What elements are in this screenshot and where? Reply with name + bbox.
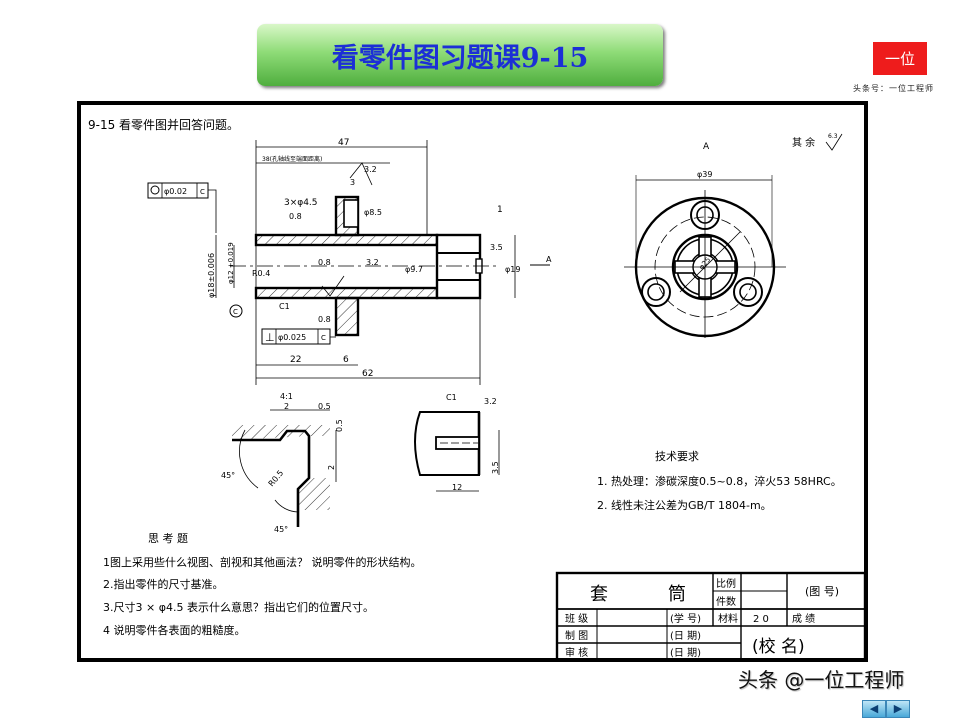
view-label-a: A [703, 142, 710, 152]
main-view-dimensions: 47 38(孔轴线至端面距离) 3.2 3 3×φ4.5 0.8 φ8.5 1 … [207, 138, 552, 379]
question-4: 4 说明零件各表面的粗糙度。 [103, 623, 246, 637]
title-block-text: 套 筒 比例 件数 (图 号) 班 级 (学 号) 材料 2 0 成 绩 制 图… [565, 577, 839, 659]
dim-leader-note: 38(孔轴线至端面距离) [262, 155, 322, 163]
dim-c1: C1 [279, 302, 290, 311]
part-name-2: 筒 [668, 584, 686, 605]
questions-title: 思 考 题 [148, 532, 188, 545]
tol-perp-datum: C [321, 334, 326, 342]
class-label: 班 级 [565, 613, 588, 625]
dim-1: 1 [497, 205, 503, 215]
detail-view-left [232, 409, 337, 527]
logo-subtitle: 头条号：一位工程师 [853, 84, 934, 93]
brand-logo: 一位 [873, 42, 927, 75]
scale-label: 比例 [716, 577, 736, 590]
footer-credit: 头条 @一位工程师 [738, 668, 905, 692]
detail-c1: C1 [446, 393, 457, 402]
roughness-0-8-b: 0.8 [318, 258, 331, 267]
dim-22: 22 [290, 355, 301, 365]
tech-req-item-2: 2. 线性未注公差为GB/T 1804-m。 [597, 498, 772, 512]
detail-dim-2-v: 2 [327, 465, 336, 470]
dim-r0-4: R0.4 [252, 269, 270, 278]
slide-title: 看零件图习题课9-15 [331, 42, 589, 74]
roughness-0-8-c: 0.8 [318, 315, 331, 324]
dim-phi8-5: φ8.5 [364, 208, 382, 217]
roughness-symbol-icon [825, 133, 843, 151]
datum-symbol [229, 304, 243, 318]
detail-dim-0-5-v: 0.5 [335, 419, 344, 432]
detail-angle-45-b: 45° [274, 525, 288, 534]
dim-62: 62 [362, 369, 373, 379]
detail-dim-12: 12 [452, 483, 462, 492]
prev-slide-button[interactable]: ◀ [862, 700, 886, 718]
main-section-view [215, 140, 550, 385]
tolerance-frame-coaxiality: φ0.02 C [147, 182, 217, 233]
question-3: 3.尺寸3 × φ4.5 表示什么意思？指出它们的位置尺寸。 [103, 600, 374, 614]
question-2: 2.指出零件的尺寸基准。 [103, 577, 224, 591]
tol-perp-value: φ0.025 [278, 333, 306, 342]
tech-req-item-1: 1. 热处理：渗碳深度0.5~0.8，淬火53 58HRC。 [597, 474, 842, 488]
drawing-frame [77, 101, 868, 662]
material-label: 材料 [718, 612, 738, 625]
roughness-3-2-b: 3.2 [366, 258, 379, 267]
tol-coax-value: φ0.02 [164, 187, 187, 196]
view-arrow-label: A [546, 255, 552, 264]
detail-dim-0-5: 0.5 [318, 402, 331, 411]
detail-angle-45-a: 45° [221, 471, 235, 480]
end-view-a [624, 175, 786, 338]
drawn-label: 制 图 [565, 629, 588, 642]
slide-title-banner: 看零件图习题课9-15 [257, 24, 663, 86]
dim-phi18: φ18±0.006 [207, 253, 216, 298]
detail-view-right [414, 411, 500, 492]
dim-phi19: φ19 [505, 265, 520, 274]
logo-text: 一位 [884, 50, 915, 68]
roughness-other-label: 其 余 [792, 136, 815, 149]
detail-scale: 4:1 [280, 392, 293, 401]
perpendicularity-icon: ⊥ [265, 331, 275, 344]
grade-label: 成 绩 [792, 612, 815, 625]
part-name-1: 套 [590, 584, 608, 605]
detail-right-dimensions: C1 3.2 12 3.5 [446, 393, 500, 492]
coaxiality-icon [150, 185, 160, 195]
school-name: (校 名) [752, 637, 805, 657]
tech-req-title: 技术要求 [655, 450, 699, 463]
next-slide-button[interactable]: ▶ [886, 700, 910, 718]
dim-hole-note: 3×φ4.5 [284, 198, 318, 208]
dim-47: 47 [338, 138, 349, 148]
material-value: 2 0 [753, 614, 769, 625]
question-1: 1图上采用些什么视图、剖视和其他画法？ 说明零件的形状结构。 [103, 555, 422, 569]
tol-coax-datum: C [200, 188, 205, 196]
count-label: 件数 [716, 595, 736, 608]
checked-date: (日 期) [670, 647, 701, 659]
dim-3: 3 [350, 178, 355, 187]
title-block [555, 571, 867, 662]
drawn-date: (日 期) [670, 630, 701, 642]
dim-3-5: 3.5 [490, 243, 503, 252]
checked-label: 审 核 [565, 646, 588, 659]
roughness-other-value: 6.3 [828, 133, 838, 140]
roughness-0-8-a: 0.8 [289, 212, 302, 221]
detail-dim-2: 2 [284, 402, 289, 411]
student-number: (学 号) [670, 612, 701, 625]
detail-dim-3-5: 3.5 [491, 461, 500, 474]
drawing-number: (图 号) [805, 585, 839, 598]
detail-roughness-3-2: 3.2 [484, 397, 497, 406]
dim-6: 6 [343, 355, 349, 365]
datum-label: C [233, 308, 238, 316]
roughness-3-2: 3.2 [364, 165, 377, 174]
dim-phi12: φ12 +0.019 [227, 242, 235, 284]
tolerance-frame-perpendicularity: ⊥ φ0.025 C C [229, 304, 336, 345]
dim-phi39: φ39 [697, 170, 712, 179]
dim-phi9-7: φ9.7 [405, 265, 423, 274]
drawing-heading: 9-15 看零件图并回答问题。 [88, 117, 239, 132]
